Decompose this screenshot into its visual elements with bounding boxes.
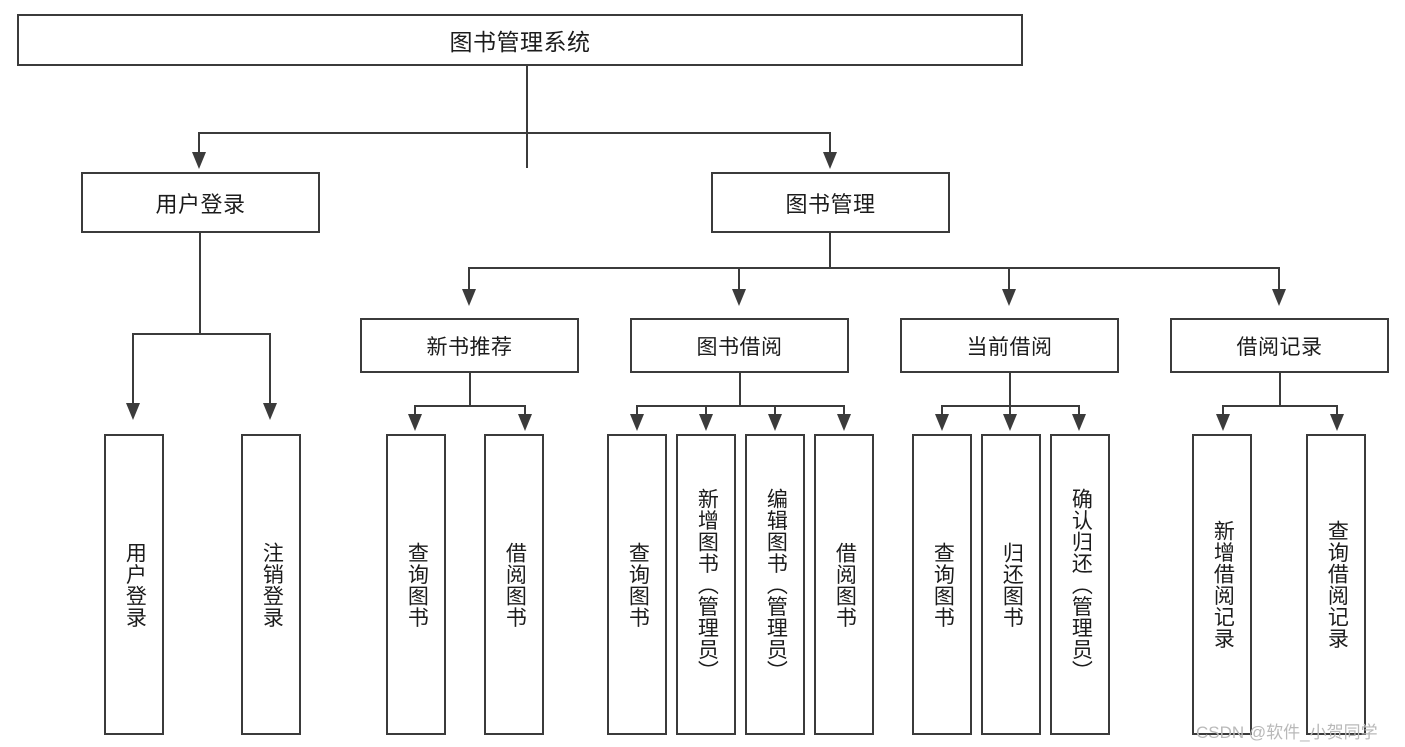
arrow-root-to-user-login — [192, 152, 206, 169]
node-leaf-borrow-book-borrow[interactable]: 借阅图书 — [814, 434, 874, 735]
node-leaf-edit-book-admin[interactable]: 编辑图书（管理员） — [745, 434, 805, 735]
arrow-root-to-book-management — [823, 152, 837, 169]
connector-root-to-book-management — [829, 132, 831, 154]
arrow-bb-to-query-book — [630, 414, 644, 431]
arrow-br-to-add-record — [1216, 414, 1230, 431]
node-book-management[interactable]: 图书管理 — [711, 172, 950, 233]
node-leaf-query-book-recommend[interactable]: 查询图书 — [386, 434, 446, 735]
node-book-borrow[interactable]: 图书借阅 — [630, 318, 849, 373]
arrow-bm-to-current-borrow — [1002, 289, 1016, 306]
node-leaf-user-login[interactable]: 用户登录 — [104, 434, 164, 735]
connector-bb-drop-2 — [705, 405, 707, 417]
node-borrow-record[interactable]: 借阅记录 — [1170, 318, 1389, 373]
connector-nbr-drop-2 — [524, 405, 526, 417]
arrow-bm-to-new-book-recommend — [462, 289, 476, 306]
node-leaf-confirm-return-admin[interactable]: 确认归还（管理员） — [1050, 434, 1110, 735]
connector-book-management-bar — [468, 267, 1280, 269]
connector-bb-bar — [636, 405, 844, 407]
connector-user-login-stem — [199, 233, 201, 334]
connector-bm-drop-3 — [1008, 267, 1010, 291]
arrow-br-to-query-record — [1330, 414, 1344, 431]
connector-bm-drop-2 — [738, 267, 740, 291]
connector-bb-drop-1 — [636, 405, 638, 417]
connector-cb-drop-1 — [941, 405, 943, 417]
connector-root-bar — [198, 132, 830, 134]
connector-bb-drop-4 — [843, 405, 845, 417]
connector-user-login-drop-1 — [132, 333, 134, 405]
connector-cb-drop-3 — [1078, 405, 1080, 417]
arrow-bb-to-edit-book — [768, 414, 782, 431]
node-leaf-borrow-book-recommend[interactable]: 借阅图书 — [484, 434, 544, 735]
arrow-user-login-to-leaf-user-login — [126, 403, 140, 420]
connector-nbr-stem — [469, 373, 471, 407]
node-leaf-logout-login[interactable]: 注销登录 — [241, 434, 301, 735]
node-current-borrow[interactable]: 当前借阅 — [900, 318, 1119, 373]
arrow-bm-to-book-borrow — [732, 289, 746, 306]
connector-root-to-user-login — [198, 132, 200, 154]
connector-user-login-drop-2 — [269, 333, 271, 405]
node-leaf-query-book-borrow[interactable]: 查询图书 — [607, 434, 667, 735]
arrow-cb-to-query-book — [935, 414, 949, 431]
connector-user-login-bar — [132, 333, 270, 335]
connector-bm-drop-4 — [1278, 267, 1280, 291]
connector-nbr-bar — [414, 405, 526, 407]
node-user-login[interactable]: 用户登录 — [81, 172, 320, 233]
arrow-bb-to-add-book — [699, 414, 713, 431]
connector-br-stem — [1279, 373, 1281, 407]
arrow-bm-to-borrow-record — [1272, 289, 1286, 306]
connector-cb-stem — [1009, 373, 1011, 407]
arrow-cb-to-return-book — [1003, 414, 1017, 431]
connector-br-drop-1 — [1222, 405, 1224, 417]
node-leaf-add-borrow-record[interactable]: 新增借阅记录 — [1192, 434, 1252, 735]
connector-book-management-stem — [829, 233, 831, 269]
arrow-cb-to-confirm-return — [1072, 414, 1086, 431]
node-leaf-query-borrow-record[interactable]: 查询借阅记录 — [1306, 434, 1366, 735]
connector-cb-drop-2 — [1009, 405, 1011, 417]
csdn-watermark: CSDN @软件_小贺同学 — [1196, 723, 1378, 742]
connector-bb-stem — [739, 373, 741, 407]
node-new-book-recommend[interactable]: 新书推荐 — [360, 318, 579, 373]
node-leaf-return-book[interactable]: 归还图书 — [981, 434, 1041, 735]
connector-root-stem — [526, 66, 528, 168]
node-leaf-query-book-current[interactable]: 查询图书 — [912, 434, 972, 735]
connector-bb-drop-3 — [774, 405, 776, 417]
arrow-user-login-to-leaf-logout-login — [263, 403, 277, 420]
connector-nbr-drop-1 — [414, 405, 416, 417]
node-root-book-management-system[interactable]: 图书管理系统 — [17, 14, 1023, 66]
arrow-nbr-to-query-book — [408, 414, 422, 431]
arrow-bb-to-borrow-book — [837, 414, 851, 431]
connector-bm-drop-1 — [468, 267, 470, 291]
arrow-nbr-to-borrow-book — [518, 414, 532, 431]
connector-br-drop-2 — [1336, 405, 1338, 417]
connector-br-bar — [1222, 405, 1338, 407]
node-leaf-add-book-admin[interactable]: 新增图书（管理员） — [676, 434, 736, 735]
